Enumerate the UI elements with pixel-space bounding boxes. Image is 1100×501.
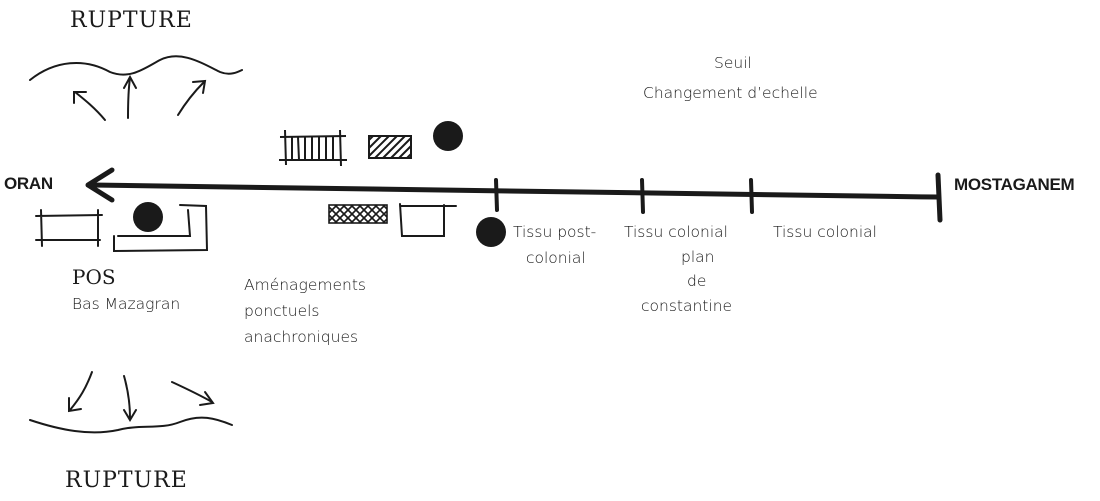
amenagements-line-2: ponctuels xyxy=(244,302,320,320)
main-axis-line xyxy=(89,182,941,200)
pos-title: POS xyxy=(72,265,116,289)
rupture-bottom-wave xyxy=(29,416,233,434)
left-rectangle-icon xyxy=(35,209,103,247)
threshold-subtitle: Changement d’echelle xyxy=(643,84,818,102)
vertical-hatch-block-icon xyxy=(279,129,347,167)
dot-top-icon xyxy=(433,121,463,151)
diagonal-hatch-block-icon xyxy=(368,135,412,159)
axis-tick-3 xyxy=(749,178,754,214)
axis-tick-1 xyxy=(494,178,499,212)
segment-1-line-1: Tissu post- xyxy=(513,223,597,241)
endpoint-mostaganem-label: MOSTAGANEM xyxy=(954,175,1075,194)
dot-axis-icon xyxy=(476,217,506,247)
axis-tick-2 xyxy=(640,178,645,214)
threshold-title: Seuil xyxy=(714,54,752,72)
open-square-icon xyxy=(399,203,457,237)
cross-hatch-block-icon xyxy=(328,204,388,224)
rupture-bottom-arrows-icon xyxy=(68,371,215,422)
left-bracket-shape-icon xyxy=(113,204,209,253)
amenagements-line-1: Aménagements xyxy=(244,276,367,294)
rupture-top-arrows-icon xyxy=(73,74,207,121)
axis-end-tick xyxy=(935,172,943,223)
dot-left-icon xyxy=(133,202,163,232)
rupture-top-label: RUPTURE xyxy=(70,8,193,33)
segment-2-line-1: Tissu colonial xyxy=(624,223,728,241)
endpoint-oran-label: ORAN xyxy=(4,174,53,193)
segment-2-line-2: plan xyxy=(681,248,715,266)
axis-arrowhead-icon xyxy=(85,167,115,203)
segment-3-line-1: Tissu colonial xyxy=(773,223,877,241)
segment-1-line-2: colonial xyxy=(526,249,586,267)
segment-2-line-3: de xyxy=(687,272,707,290)
amenagements-line-3: anachroniques xyxy=(244,328,359,346)
rupture-top-wave xyxy=(29,55,243,81)
rupture-bottom-label: RUPTURE xyxy=(65,468,188,493)
segment-2-line-4: constantine xyxy=(641,297,733,315)
pos-subtitle: Bas Mazagran xyxy=(72,295,181,313)
